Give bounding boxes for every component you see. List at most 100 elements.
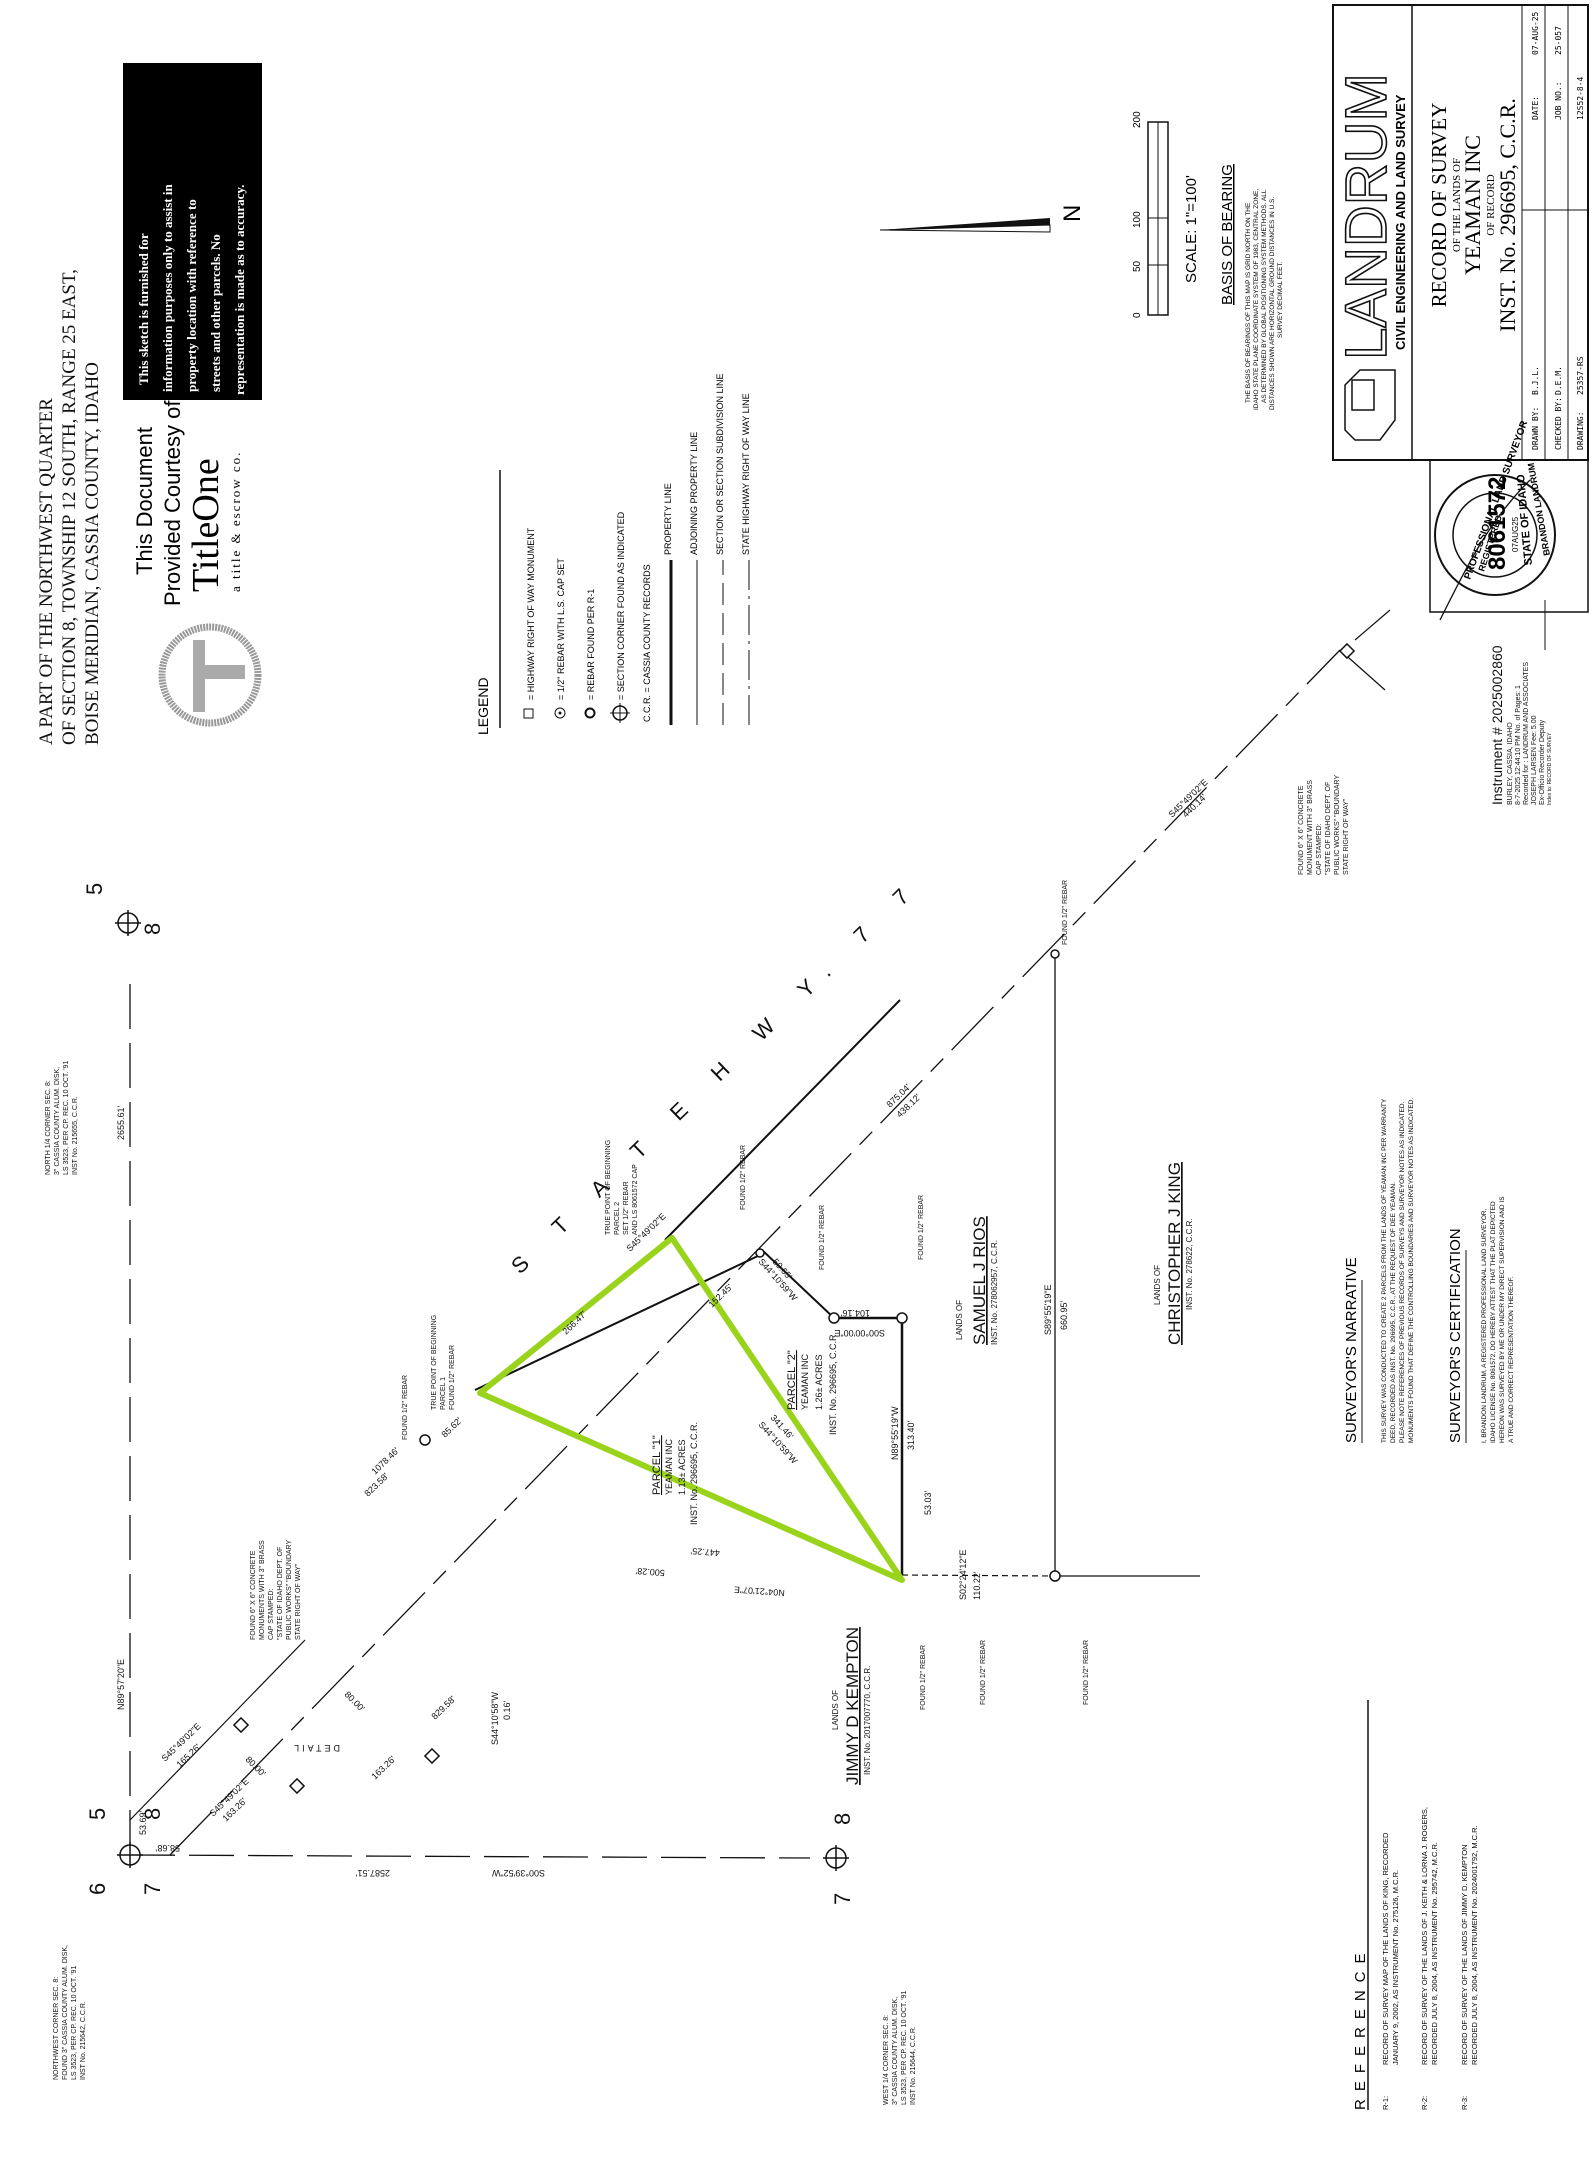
reference-line: RECORDED JULY 8, 2004, AS INSTRUMENT No.… xyxy=(1430,1842,1439,2065)
certification-line: I, BRANDON LANDRUM, A REGISTERED PROFESS… xyxy=(1481,1208,1488,1443)
basis-line: DISTANCES SHOWN ARE HORIZONTAL GROUND DI… xyxy=(1269,197,1276,410)
scale-tick: 200 xyxy=(1132,111,1143,128)
recording-line: BURLEY, CASSIA, IDAHO xyxy=(1507,722,1514,805)
monument-square-icon xyxy=(423,1747,441,1765)
narrative-line: PLEASE NOTE REFERENCES OF PREVIOUS RECOR… xyxy=(1399,1101,1406,1443)
distance-label: 163.26' xyxy=(369,1754,397,1782)
adjoiner-name: JIMMY D KEMPTON xyxy=(843,1627,862,1785)
adjoiner-inst: INST. No. 278062957, C.C.R. xyxy=(990,1240,999,1345)
note-line: TRUE POINT OF BEGINNING xyxy=(605,1140,612,1235)
bearing-label: S02°24'12"E xyxy=(958,1549,968,1600)
sheet-number: 12S52-8-4 xyxy=(1576,76,1585,120)
scale-tick: 100 xyxy=(1132,211,1143,228)
note-line: FOUND 6" X 6" CONCRETE xyxy=(250,1550,257,1640)
nw-corner-note: NORTHWEST CORNER SEC. 8: FOUND 3" CASSIA… xyxy=(53,1945,87,2080)
rebar-found-icon xyxy=(896,1312,908,1324)
note-line: CAP STAMPED: xyxy=(1316,823,1323,875)
titleone-logo-icon xyxy=(158,623,262,727)
parcel-1-highlight[interactable] xyxy=(477,1235,905,1583)
titleone-courtesy: This Document Provided Courtesy of Title… xyxy=(132,400,262,727)
legend-line-label: PROPERTY LINE xyxy=(663,483,673,555)
legend-item: = SECTION CORNER FOUND AS INDICATED xyxy=(616,511,626,700)
certification-heading: SURVEYOR'S CERTIFICATION xyxy=(1447,1228,1464,1443)
note-line: FOUND 1/2" REBAR xyxy=(402,1375,409,1440)
rebar-cap-icon xyxy=(554,707,566,719)
recording-line: Recorded for : LANDRUM AND ASSOCIATES xyxy=(1523,662,1530,805)
adjoiner-prefix: LANDS OF xyxy=(831,1690,840,1730)
recording-line: Index to: RECORD OF SURVEY xyxy=(1547,732,1553,805)
note-line: 3" CASSIA COUNTY ALUM. DISK, xyxy=(892,1997,899,2105)
title-block: LANDRUM CIVIL ENGINEERING AND LAND SURVE… xyxy=(1332,4,1589,461)
basis-of-bearing: BASIS OF BEARING THE BASIS OF BEARINGS O… xyxy=(1219,164,1284,410)
checked-by-label: CHECKED BY: xyxy=(1554,397,1563,450)
titleone-tagline: a title & escrow co. xyxy=(228,451,243,592)
parcel-2-label: PARCEL "2" YEAMAN INC 1.26± ACRES INST. … xyxy=(786,1332,838,1435)
parcel-owner: YEAMAN INC xyxy=(664,1438,674,1495)
monument-notes: TRUE POINT OF BEGINNING PARCEL 2 SET 1/2… xyxy=(45,775,1350,2105)
markers xyxy=(115,642,1356,1871)
surveyor-seal: PROFESSIONAL LAND SURVEYOR REGISTERED 80… xyxy=(1429,419,1589,621)
record-of-survey-heading: RECORD OF SURVEY xyxy=(1427,103,1451,308)
note-line: INST No. 215655, C.C.R. xyxy=(72,1096,79,1175)
concrete-monument-note-ne: FOUND 6" X 6" CONCRETE MONUMENT WITH 3" … xyxy=(1298,775,1350,875)
note-line: NORTH 1/4 CORNER SEC. 8: xyxy=(45,1080,52,1175)
certification-line: IDAHO LICENSE No. 8061572, DO HEREBY ATT… xyxy=(1490,1201,1497,1443)
section-number: 8 xyxy=(830,1813,855,1825)
basis-heading: BASIS OF BEARING xyxy=(1219,164,1236,305)
certification-line: HEREON WAS SURVEYED BY ME OR UNDER MY DI… xyxy=(1499,1196,1506,1443)
distance-label: 500.28' xyxy=(635,1566,665,1578)
recording-stamp: Instrument # 2025002860 BURLEY, CASSIA, … xyxy=(1489,600,1553,805)
distance-label: 80.00' xyxy=(343,1689,367,1713)
parcel-name: PARCEL "2" xyxy=(786,1350,798,1410)
adjoiner-name: SAMUEL J RIOS xyxy=(970,1216,989,1345)
section-corner-icon xyxy=(823,1845,849,1871)
rebar-found-icon xyxy=(419,1434,431,1446)
scale-bar: 0 50 100 200 SCALE: 1"=100' xyxy=(1132,111,1200,318)
note-line: 3" CASSIA COUNTY ALUM. DISK, xyxy=(54,1067,61,1175)
legend-item: = 1/2" REBAR WITH L.S. CAP SET xyxy=(556,558,566,700)
checked-by-value: D.E.M. xyxy=(1554,366,1563,395)
reference-id: R-3: xyxy=(1460,2096,1469,2110)
title-line-1: A PART OF THE NORTHWEST QUARTER xyxy=(36,398,57,745)
surveyors-certification: SURVEYOR'S CERTIFICATION I, BRANDON LAND… xyxy=(1447,1196,1515,1443)
adjoiner-labels: LANDS OF SAMUEL J RIOS INST. No. 2780629… xyxy=(831,1162,1194,1785)
parcel-1-label: PARCEL "1" YEAMAN INC 1.13± ACRES INST. … xyxy=(651,1422,699,1525)
recording-line: 8-7-2025 12:44:10 PM No. of Pages: 1 xyxy=(1515,685,1522,805)
note-line: FOUND 1/2" REBAR xyxy=(819,1205,826,1270)
note-line: LS 3523, PER CP. REC. 10 OCT. '91 xyxy=(901,1990,908,2105)
distance-label: 829.58' xyxy=(429,1694,457,1722)
reference-id: R-1: xyxy=(1381,2096,1390,2110)
disclaimer-line: streets and other parcels. No xyxy=(208,234,223,392)
note-line: NORTHWEST CORNER SEC. 8: xyxy=(53,1977,60,2080)
basis-line: SURVEY DECIMAL FEET. xyxy=(1277,261,1284,338)
disclaimer-line: information purposes only to assist in xyxy=(160,184,175,392)
distance-label: 1078.46' xyxy=(369,1445,401,1476)
section-number: 6 xyxy=(85,1883,110,1895)
company-subtitle: CIVIL ENGINEERING AND LAND SURVEY xyxy=(1393,94,1408,350)
rebar-found-icon xyxy=(828,1312,840,1324)
legend-item: = REBAR FOUND PER R-1 xyxy=(586,589,596,700)
reference-line: JANUARY 9, 2002, AS INSTRUMENT No. 27512… xyxy=(1391,1870,1400,2065)
scale-label: SCALE: 1"=100' xyxy=(1183,175,1200,283)
reference-heading: REFERENCE xyxy=(1352,1945,1369,2110)
bearing-label: S00°00'00"E xyxy=(834,1328,885,1338)
note-line: FOUND 1/2" REBAR xyxy=(1083,1640,1090,1705)
note-line: FOUND 1/2" REBAR xyxy=(740,1145,747,1210)
reference-section: REFERENCE R-1: RECORD OF SURVEY MAP OF T… xyxy=(1352,1700,1479,2110)
narrative-heading: SURVEYOR'S NARRATIVE xyxy=(1343,1257,1360,1443)
note-line: MONUMENT WITH 3" BRASS xyxy=(1307,780,1314,875)
highway-label: S T A T E H W Y. 7 7 xyxy=(506,871,927,1278)
rebar-found-icon xyxy=(1049,1570,1061,1582)
signature-icon xyxy=(1439,479,1531,621)
distance-label: 313.40' xyxy=(906,1420,916,1450)
rebar-found-icon xyxy=(584,707,596,719)
basis-line: AS DETERMINED BY GLOBAL POSITIONING SYST… xyxy=(1261,189,1268,403)
parcel-area: 1.13± ACRES xyxy=(677,1440,687,1495)
company-logo-text: LANDRUM xyxy=(1334,73,1399,360)
parcel-name: PARCEL "1" xyxy=(651,1435,663,1495)
distance-label: 53.03' xyxy=(923,1490,933,1515)
narrative-line: MONUMENTS FOUND THAT DEFINE THE CONTROLL… xyxy=(1408,1098,1415,1443)
distance-label: 2655.61' xyxy=(116,1105,126,1140)
section-number: 5 xyxy=(82,883,107,895)
